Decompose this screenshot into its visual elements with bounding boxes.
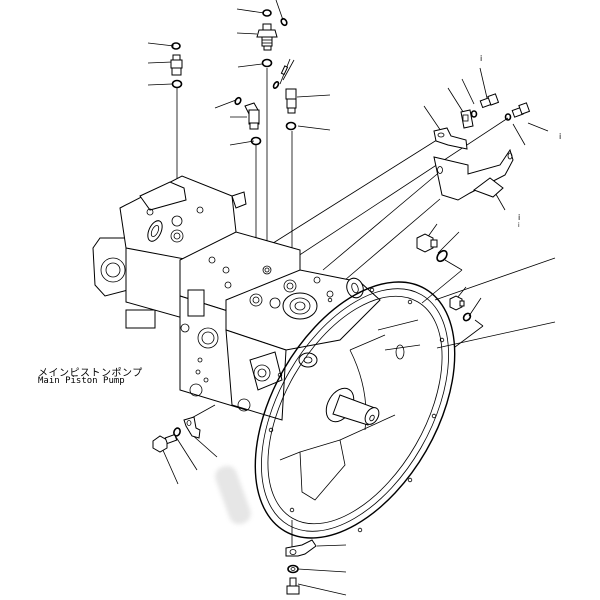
o-ring-top-1 — [262, 9, 272, 17]
o-ring-top-2 — [280, 17, 288, 27]
upper-right-bracket-assembly — [433, 93, 531, 201]
callout-mark-4: i — [518, 222, 520, 229]
o-ring-right — [285, 121, 297, 131]
o-ring-center-1 — [234, 96, 242, 106]
o-ring-center-2 — [250, 136, 262, 146]
small-clamp — [433, 127, 468, 150]
o-ring-left-2 — [171, 79, 183, 89]
plug-with-o-ring-lower — [449, 295, 472, 322]
bracket-plate — [460, 109, 474, 129]
pump-body-front-block — [225, 269, 381, 421]
part-title-english: Main Piston Pump — [38, 376, 125, 386]
washer — [470, 110, 478, 118]
top-fitting-straight — [256, 23, 278, 51]
callout-mark-1: i — [480, 54, 483, 63]
center-fitting-elbow — [244, 102, 260, 130]
bolt-upper — [479, 93, 500, 109]
pump-body-center-block — [179, 231, 301, 411]
pump-body — [92, 175, 556, 539]
top-fittings — [170, 9, 297, 146]
callout-mark-3: i — [518, 213, 521, 222]
o-ring-top-3 — [261, 58, 273, 68]
top-fitting-elbow — [272, 58, 297, 114]
part-title-japanese: メインピストンポンプ — [38, 368, 143, 379]
pump-body-rear-block — [92, 175, 247, 329]
plug-with-o-ring-upper — [416, 233, 448, 263]
input-shaft — [325, 387, 380, 426]
callout-mark-2: i — [559, 132, 562, 141]
flywheel-housing-flange — [254, 281, 456, 539]
left-clamp-bolt-set — [152, 416, 201, 453]
bolt-right — [511, 102, 531, 118]
left-fitting-straight — [170, 54, 183, 76]
main-bracket — [433, 148, 514, 201]
lower-clamp-set — [285, 539, 317, 595]
o-ring-left-1 — [171, 42, 181, 50]
washer-right — [504, 113, 512, 121]
